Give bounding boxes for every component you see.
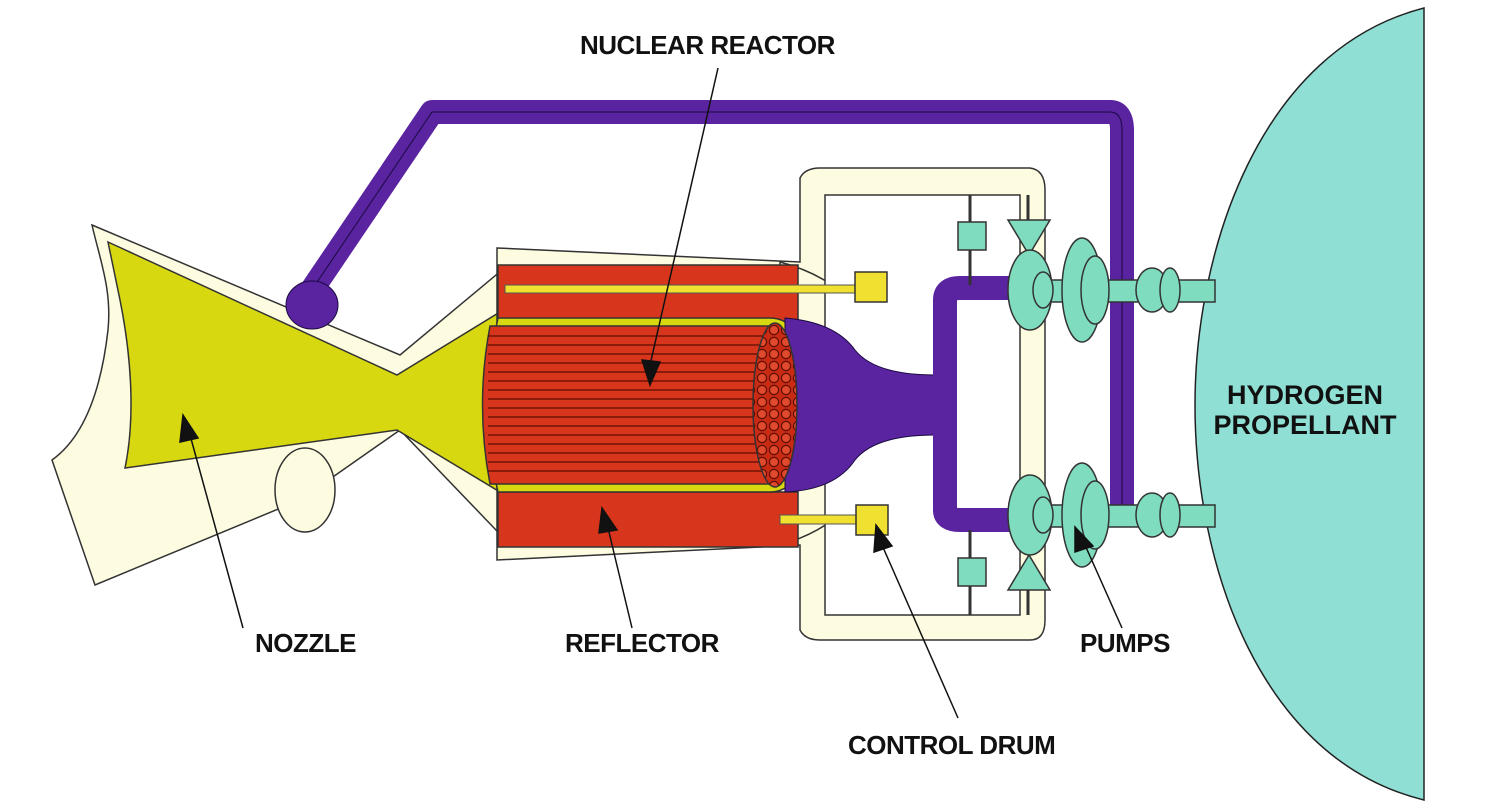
- leader-nuclear-reactor: [649, 67, 719, 366]
- reflector-bottom: [497, 491, 799, 548]
- reflector-top: [497, 264, 799, 324]
- arrowhead-reflector: [598, 505, 619, 534]
- leader-control-drum: [881, 544, 959, 719]
- nozzle-inlet-manifold: [285, 280, 339, 330]
- pump-feed-split-lower: [933, 405, 1015, 532]
- feed-pipe-outline: [304, 111, 1123, 505]
- label-hydrogen-propellant: HYDROGEN PROPELLANT: [1200, 380, 1410, 440]
- valve-bottom: [957, 557, 987, 587]
- nozzle-flange: [274, 447, 336, 533]
- pump-feed-split: [933, 276, 1015, 417]
- leader-pumps: [1084, 544, 1123, 629]
- turbine-valve-bottom: [1006, 553, 1052, 591]
- label-nozzle: NOZZLE: [255, 628, 357, 658]
- nozzle-body: [106, 240, 501, 494]
- arrowhead-pumps: [1074, 525, 1095, 554]
- control-rod-top: [504, 284, 861, 294]
- control-drum-bottom: [855, 504, 889, 536]
- leader-reflector: [607, 527, 633, 629]
- label-pumps: PUMPS: [1080, 628, 1170, 658]
- leader-lines: [179, 67, 1123, 719]
- fuel-elements-end: [752, 322, 798, 488]
- tank-label-line2: PROPELLANT: [1213, 410, 1397, 440]
- label-control-drum: CONTROL DRUM: [848, 730, 1056, 760]
- label-reflector: REFLECTOR: [565, 628, 719, 658]
- pump-bottom: [1007, 462, 1181, 568]
- arrowhead-control-drum: [873, 522, 894, 554]
- leader-nozzle: [189, 434, 244, 629]
- valve-top: [957, 221, 987, 251]
- control-drum-top: [854, 271, 888, 303]
- arrowhead-nuclear-reactor: [640, 359, 662, 388]
- fuel-rod-lines: [488, 335, 770, 472]
- pump-top: [1007, 237, 1181, 343]
- control-rod-bottom: [779, 514, 861, 525]
- arrowhead-nozzle: [179, 412, 200, 443]
- hydrogen-tank: [1194, 7, 1425, 801]
- label-nuclear-reactor: NUCLEAR REACTOR: [580, 30, 835, 60]
- tank-label-line1: HYDROGEN: [1226, 380, 1383, 410]
- turbine-valve-top: [1006, 219, 1052, 257]
